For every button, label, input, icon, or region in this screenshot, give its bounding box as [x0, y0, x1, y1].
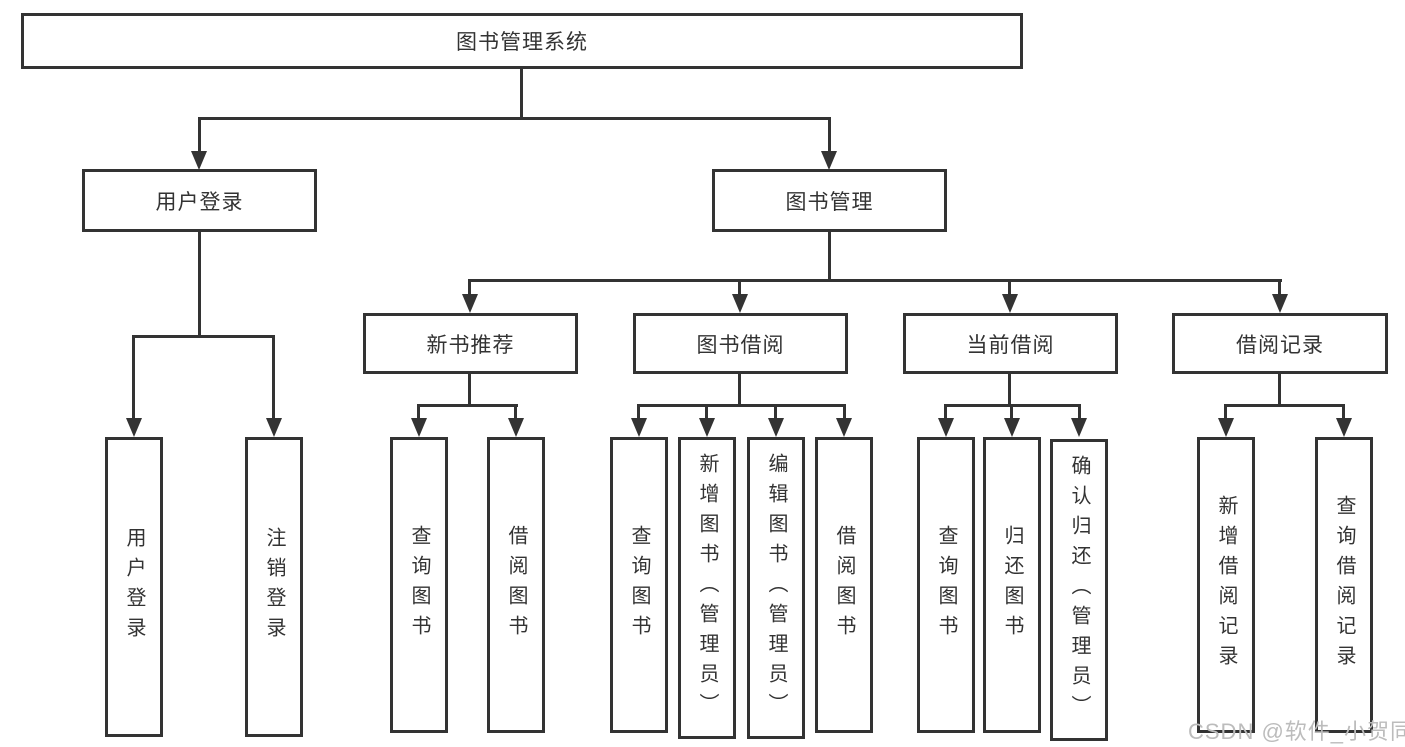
- arrowhead-cb-return: [1004, 418, 1020, 437]
- node-user-login: 用户登录: [82, 169, 317, 232]
- leaf-bb-edit-books-admin: 编辑图书（管理员）: [747, 437, 805, 739]
- connector-current-borrow-stem: [1008, 374, 1011, 407]
- connector-drop-bb-borrow: [843, 404, 846, 420]
- leaf-bb-borrow-books-label: 借阅图书: [833, 525, 855, 645]
- connector-book-management-stem: [828, 232, 831, 282]
- connector-drop-bb-add: [705, 404, 708, 420]
- connector-drop-book-management: [828, 117, 831, 153]
- leaf-br-query-record: 查询借阅记录: [1315, 437, 1373, 733]
- arrowhead-user-login: [191, 151, 207, 170]
- leaf-cb-return-books: 归还图书: [983, 437, 1041, 733]
- connector-user-login-rail: [132, 335, 275, 338]
- node-book-borrow: 图书借阅: [633, 313, 848, 374]
- leaf-cb-confirm-return-admin-label: 确认归还（管理员）: [1068, 455, 1090, 725]
- leaf-cb-confirm-return-admin: 确认归还（管理员）: [1050, 439, 1108, 741]
- arrowhead-cb-query: [938, 418, 954, 437]
- leaf-bb-borrow-books: 借阅图书: [815, 437, 873, 733]
- connector-drop-leaf-user-login: [132, 335, 135, 420]
- node-root: 图书管理系统: [21, 13, 1023, 69]
- connector-borrow-records-rail: [1224, 404, 1345, 407]
- arrowhead-book-management: [821, 151, 837, 170]
- node-root-label: 图书管理系统: [456, 31, 588, 54]
- leaf-bb-add-books-admin: 新增图书（管理员）: [678, 437, 736, 739]
- leaf-bb-query-books: 查询图书: [610, 437, 668, 733]
- leaf-nb-query-books-label: 查询图书: [408, 525, 430, 645]
- arrowhead-leaf-user-login: [126, 418, 142, 437]
- connector-drop-nb-borrow: [514, 404, 517, 420]
- connector-new-book-stem: [468, 374, 471, 407]
- connector-level2-rail: [198, 117, 831, 120]
- leaf-nb-query-books: 查询图书: [390, 437, 448, 733]
- arrowhead-bb-add: [699, 418, 715, 437]
- node-current-borrow: 当前借阅: [903, 313, 1118, 374]
- leaf-logout: 注销登录: [245, 437, 303, 737]
- arrowhead-new-book: [462, 294, 478, 313]
- connector-level3-rail: [468, 279, 1282, 282]
- arrowhead-br-query: [1336, 418, 1352, 437]
- node-new-book-recommend: 新书推荐: [363, 313, 578, 374]
- arrowhead-nb-borrow: [508, 418, 524, 437]
- connector-user-login-stem: [198, 232, 201, 338]
- leaf-user-login: 用户登录: [105, 437, 163, 737]
- arrowhead-leaf-logout: [266, 418, 282, 437]
- watermark: CSDN @软件_小贺同学: [1188, 719, 1405, 744]
- connector-drop-cb-return: [1010, 404, 1013, 420]
- leaf-br-add-record-label: 新增借阅记录: [1215, 495, 1237, 675]
- connector-drop-cb-confirm: [1078, 404, 1081, 420]
- connector-drop-leaf-logout: [272, 335, 275, 420]
- leaf-logout-label: 注销登录: [263, 527, 285, 647]
- connector-drop-borrow-records: [1278, 279, 1281, 297]
- connector-drop-book-borrow: [738, 279, 741, 297]
- leaf-user-login-label: 用户登录: [123, 527, 145, 647]
- arrowhead-bb-query: [631, 418, 647, 437]
- connector-root-stem: [520, 69, 523, 118]
- connector-book-borrow-stem: [738, 374, 741, 407]
- leaf-bb-add-books-admin-label: 新增图书（管理员）: [696, 453, 718, 723]
- arrowhead-bb-edit: [768, 418, 784, 437]
- connector-drop-nb-query: [417, 404, 420, 420]
- node-new-book-recommend-label: 新书推荐: [426, 333, 515, 357]
- connector-drop-bb-edit: [774, 404, 777, 420]
- arrowhead-current-borrow: [1002, 294, 1018, 313]
- leaf-cb-return-books-label: 归还图书: [1001, 525, 1023, 645]
- connector-drop-bb-query: [637, 404, 640, 420]
- leaf-br-query-record-label: 查询借阅记录: [1333, 495, 1355, 675]
- node-book-management: 图书管理: [712, 169, 947, 232]
- node-current-borrow-label: 当前借阅: [966, 333, 1055, 357]
- leaf-cb-query-books-label: 查询图书: [935, 525, 957, 645]
- connector-book-borrow-rail: [637, 404, 846, 407]
- arrowhead-cb-confirm: [1071, 418, 1087, 437]
- leaf-cb-query-books: 查询图书: [917, 437, 975, 733]
- arrowhead-nb-query: [411, 418, 427, 437]
- connector-new-book-rail: [417, 404, 518, 407]
- node-borrow-records-label: 借阅记录: [1236, 333, 1324, 357]
- node-user-login-label: 用户登录: [155, 190, 244, 214]
- node-book-management-label: 图书管理: [785, 190, 874, 214]
- connector-drop-br-add: [1224, 404, 1227, 420]
- node-borrow-records: 借阅记录: [1172, 313, 1388, 374]
- leaf-bb-edit-books-admin-label: 编辑图书（管理员）: [765, 453, 787, 723]
- arrowhead-br-add: [1218, 418, 1234, 437]
- arrowhead-bb-borrow: [836, 418, 852, 437]
- leaf-br-add-record: 新增借阅记录: [1197, 437, 1255, 733]
- leaf-bb-query-books-label: 查询图书: [628, 525, 650, 645]
- node-book-borrow-label: 图书借阅: [696, 333, 785, 357]
- connector-drop-cb-query: [944, 404, 947, 420]
- leaf-nb-borrow-books-label: 借阅图书: [505, 525, 527, 645]
- arrowhead-borrow-records: [1272, 294, 1288, 313]
- connector-drop-new-book: [468, 279, 471, 297]
- connector-drop-br-query: [1342, 404, 1345, 420]
- connector-drop-current-borrow: [1008, 279, 1011, 297]
- arrowhead-book-borrow: [732, 294, 748, 313]
- connector-borrow-records-stem: [1278, 374, 1281, 407]
- connector-drop-user-login: [198, 117, 201, 153]
- leaf-nb-borrow-books: 借阅图书: [487, 437, 545, 733]
